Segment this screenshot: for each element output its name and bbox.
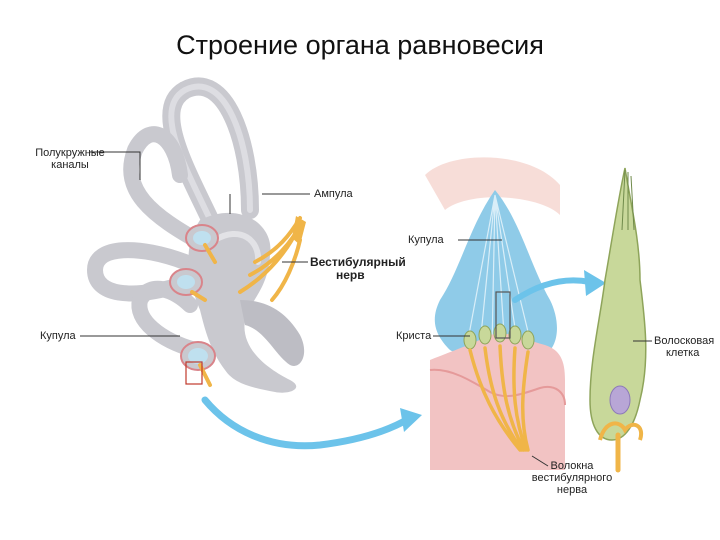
- label-nerve-fibers: Волокна вестибулярного нерва: [522, 460, 622, 496]
- label-semicircular-canals: Полукружные каналы: [30, 147, 110, 171]
- hair-cell-illustration: [589, 167, 647, 473]
- magnify-arrow-upper: [512, 277, 593, 303]
- label-cupula-left: Купула: [40, 330, 76, 342]
- cupula: [434, 190, 557, 360]
- label-vestibular-nerve-line1: Вестибулярный: [310, 255, 406, 269]
- label-vestibular-nerve: Вестибулярный нерв: [310, 256, 406, 282]
- label-nerve-fibers-line2: вестибулярного: [531, 472, 613, 484]
- posterior-canal: [123, 126, 213, 253]
- leader-fibers: [531, 455, 549, 467]
- label-hair-cell-line1: Волосковая: [654, 335, 715, 347]
- label-hair-cell: Волосковая клетка: [654, 335, 714, 359]
- nerve-fibers: [468, 344, 530, 452]
- magnify-arrow-lower: [201, 396, 414, 450]
- leader-canals: [90, 151, 141, 180]
- label-cupula-right: Купула: [408, 234, 444, 246]
- label-nerve-fibers-line3: нерва: [556, 484, 588, 496]
- page-title: Строение органа равновесия: [176, 30, 544, 60]
- nucleus: [609, 385, 631, 415]
- label-semicircular-canals-line2: каналы: [51, 159, 89, 171]
- hair-cell-body: [589, 167, 647, 441]
- label-nerve-fibers-line1: Волокна: [550, 460, 594, 472]
- vestibular-nerve: [190, 216, 304, 387]
- labyrinth-illustration: [86, 77, 306, 393]
- label-vestibular-nerve-line2: нерв: [336, 268, 365, 282]
- ampulla-section: [425, 157, 566, 470]
- label-hair-cell-line2: клетка: [666, 347, 700, 359]
- label-ampulla: Ампула: [314, 188, 353, 200]
- label-crista: Криста: [396, 330, 432, 342]
- label-semicircular-canals-line1: Полукружные: [35, 147, 105, 159]
